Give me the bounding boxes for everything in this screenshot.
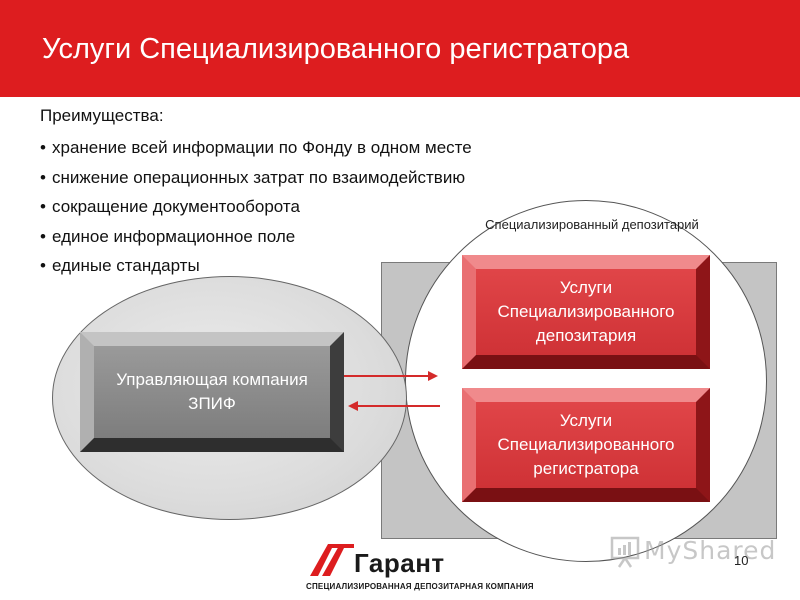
watermark-text: MyShared <box>644 536 777 565</box>
list-item: • единые стандарты <box>40 251 580 281</box>
benefits-heading: Преимущества: <box>40 106 164 125</box>
arrow-right-icon <box>344 371 438 381</box>
benefits-section: Преимущества: • хранение всей информации … <box>40 104 580 281</box>
title-bar: Услуги Специализированного регистратора <box>0 0 800 97</box>
watermark: MyShared <box>610 536 775 570</box>
logo-tagline: СПЕЦИАЛИЗИРОВАННАЯ ДЕПОЗИТАРНАЯ КОМПАНИЯ <box>306 582 534 591</box>
bullet-icon: • <box>40 226 46 246</box>
bullet-icon: • <box>40 138 46 157</box>
depository-label: Специализированный депозитарий <box>485 217 699 232</box>
bullet-icon: • <box>40 197 46 216</box>
registrar-services-label: Услуги Специализированного регистратора <box>497 411 675 478</box>
arrow-left-icon <box>348 401 440 411</box>
logo-name: Гарант <box>354 548 445 578</box>
page-number: 10 <box>734 553 749 568</box>
benefits-list: • хранение всей информации по Фонду в одн… <box>40 133 580 281</box>
exchange-arrows <box>344 371 440 411</box>
list-item: • снижение операционных затрат по взаимод… <box>40 163 580 193</box>
company-logo: Гарант СПЕЦИАЛИЗИРОВАННАЯ ДЕПОЗИТАРНАЯ К… <box>306 536 534 596</box>
depository-services-box: Услуги Специализированного депозитария <box>462 255 710 369</box>
benefit-text: хранение всей информации по Фонду в одно… <box>52 138 472 157</box>
slide-title: Услуги Специализированного регистратора <box>42 33 630 65</box>
list-item: • сокращение документооборота <box>40 192 580 222</box>
management-company-box: Управляющая компания ЗПИФ <box>80 332 344 452</box>
list-item: • единое информационное поле <box>40 222 580 252</box>
registrar-services-box: Услуги Специализированного регистратора <box>462 388 710 502</box>
benefit-text: единое информационное поле <box>52 226 296 246</box>
list-item: • хранение всей информации по Фонду в одн… <box>40 133 580 163</box>
management-company-label: Управляющая компания ЗПИФ <box>116 370 308 413</box>
benefit-text: единые стандарты <box>52 256 200 275</box>
garant-logo-icon <box>310 544 354 576</box>
benefit-text: снижение операционных затрат по взаимоде… <box>52 167 466 187</box>
presentation-board-icon <box>610 536 640 568</box>
bullet-icon: • <box>40 256 46 275</box>
bullet-icon: • <box>40 167 46 187</box>
depository-services-label: Услуги Специализированного депозитария <box>497 278 675 345</box>
benefit-text: сокращение документооборота <box>52 197 300 216</box>
